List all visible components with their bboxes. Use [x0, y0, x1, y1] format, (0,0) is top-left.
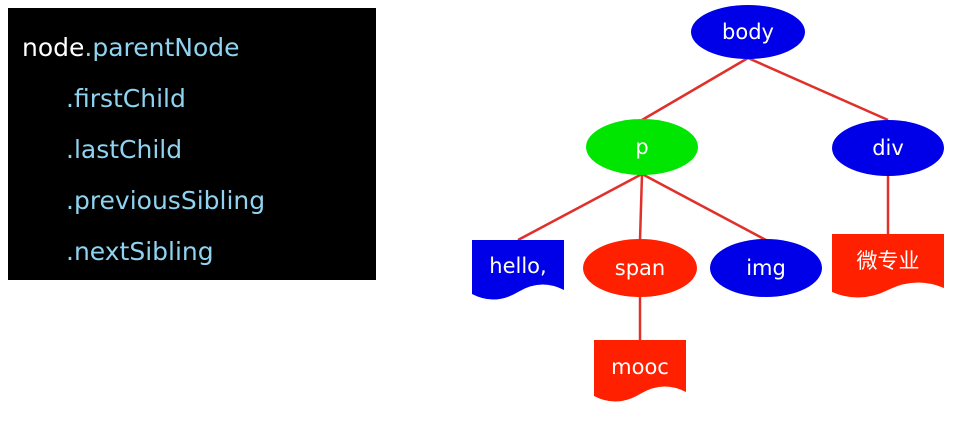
code-line-previoussibling: .previousSibling: [22, 175, 376, 226]
code-line-nextsibling: .nextSibling: [22, 226, 376, 277]
tree-node-div: div: [832, 120, 944, 176]
tree-text-node-weizhuanye: 微专业: [832, 234, 944, 298]
code-line-lastchild: .lastChild: [22, 124, 376, 175]
code-prop-lastchild: .lastChild: [66, 135, 183, 164]
tree-node-span-label: span: [615, 256, 665, 280]
edge-p-span: [638, 173, 644, 241]
edge-p-hello: [517, 172, 643, 242]
code-line-firstchild: .firstChild: [22, 73, 376, 124]
code-prop-nextsibling: .nextSibling: [66, 237, 214, 266]
tree-node-body-label: body: [722, 20, 774, 44]
code-prop-firstchild: .firstChild: [66, 84, 186, 113]
tree-node-p-label: p: [635, 135, 648, 159]
code-line-parentnode: node.parentNode: [22, 22, 376, 73]
tree-text-node-mooc: mooc: [594, 340, 686, 402]
tree-node-div-label: div: [872, 136, 904, 160]
tree-node-p: p: [586, 119, 698, 175]
tree-text-node-hello-label: hello,: [489, 254, 546, 278]
tree-node-body: body: [691, 5, 805, 59]
edge-p-img: [641, 172, 767, 242]
tree-text-node-weizhuanye-label: 微专业: [857, 249, 920, 273]
code-object-node: node: [22, 33, 85, 62]
tree-node-img: img: [710, 239, 822, 297]
tree-node-span: span: [583, 239, 697, 297]
tree-edges: [517, 56, 890, 340]
code-prop-parentnode: .parentNode: [84, 33, 240, 62]
edge-body-div: [747, 56, 889, 122]
edge-body-p: [641, 56, 749, 122]
code-prop-previoussibling: .previousSibling: [66, 186, 266, 215]
tree-text-node-mooc-label: mooc: [611, 355, 669, 379]
dom-navigation-code-panel: node.parentNode .firstChild .lastChild .…: [8, 8, 376, 280]
tree-node-img-label: img: [746, 256, 786, 280]
tree-text-node-hello: hello,: [472, 240, 564, 300]
